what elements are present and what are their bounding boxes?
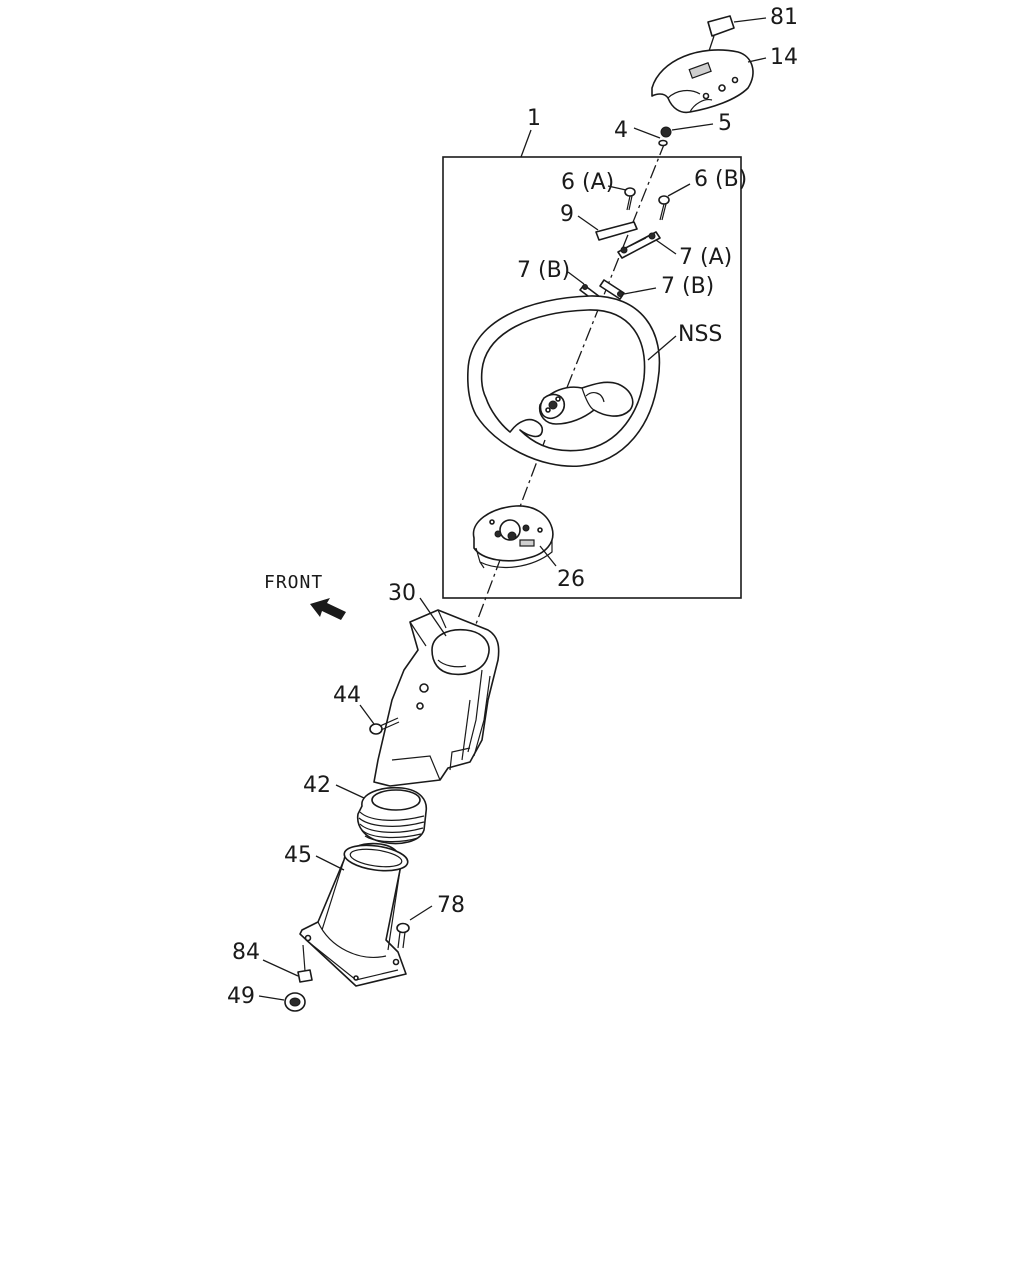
callout-7b-right: 7 (B) xyxy=(661,274,714,299)
part-7a-contact xyxy=(617,231,661,259)
callout-nss: NSS xyxy=(678,322,722,347)
steering-wheel-nss xyxy=(467,295,661,467)
part-84-clip xyxy=(297,944,313,983)
part-7b-contact-right xyxy=(599,279,625,300)
callout-45: 45 xyxy=(284,843,312,868)
part-42-boot xyxy=(356,786,428,845)
part-14-horn-cover xyxy=(651,49,754,114)
callout-5: 5 xyxy=(718,111,732,136)
callout-84: 84 xyxy=(232,940,260,965)
callout-81: 81 xyxy=(770,5,798,30)
callout-49: 49 xyxy=(227,984,255,1009)
callout-44: 44 xyxy=(333,683,361,708)
axis-line-upper xyxy=(559,141,666,406)
part-30-column-cover xyxy=(373,609,500,787)
callout-7a: 7 (A) xyxy=(679,245,732,270)
callout-6b: 6 (B) xyxy=(694,167,747,192)
part-5-nut xyxy=(658,126,672,147)
assembly-group-box xyxy=(442,156,742,599)
part-9-plate xyxy=(595,221,638,241)
part-78-screw xyxy=(396,922,410,949)
front-arrow-icon xyxy=(310,598,346,620)
part-26-horn-base xyxy=(472,505,554,569)
callout-9: 9 xyxy=(560,202,574,227)
callout-6a: 6 (A) xyxy=(561,170,614,195)
front-label: FRONT xyxy=(264,572,323,593)
callout-30: 30 xyxy=(388,581,416,606)
part-6b-screw xyxy=(658,195,670,221)
part-6a-screw xyxy=(624,187,636,211)
callout-7b-left: 7 (B) xyxy=(517,258,570,283)
part-49-grommet xyxy=(284,992,306,1012)
callout-4: 4 xyxy=(614,118,628,143)
part-45-lower-duct xyxy=(299,842,409,987)
callout-14: 14 xyxy=(770,45,798,70)
callout-26: 26 xyxy=(557,567,585,592)
callout-1: 1 xyxy=(527,106,541,131)
part-44-screw xyxy=(369,717,400,735)
callout-42: 42 xyxy=(303,773,331,798)
callout-78: 78 xyxy=(437,893,465,918)
leader-lines xyxy=(258,17,767,1001)
